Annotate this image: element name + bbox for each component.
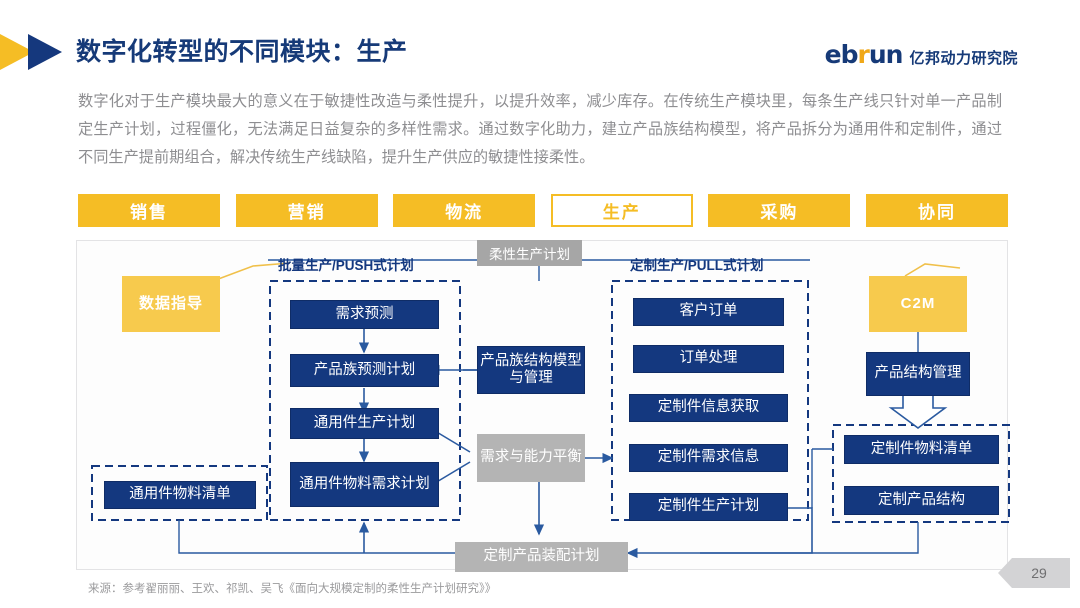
module-tab-bar: 销售 营销 物流 生产 采购 协同: [78, 194, 1008, 227]
node-custom-production-plan[interactable]: 定制件生产计划: [629, 493, 788, 521]
source-note: 来源：参考翟丽丽、王欢、祁凯、吴飞《面向大规模定制的柔性生产计划研究》》: [88, 583, 497, 595]
logo-text-un: un: [868, 40, 904, 69]
body-paragraph: 数字化对于生产模块最大的意义在于敏捷性改造与柔性提升，以提升效率，减少库存。在传…: [78, 93, 1002, 166]
decorative-chevron-arrows: [0, 30, 80, 74]
tab-marketing[interactable]: 营销: [235, 194, 378, 227]
node-demand-forecast[interactable]: 需求预测: [290, 300, 439, 329]
caption-push-plan: 批量生产/PUSH式计划: [278, 258, 414, 273]
page-title: 数字化转型的不同模块：生产: [76, 38, 408, 66]
brand-logo: eb r un 亿邦动力研究院: [825, 40, 1018, 69]
node-product-structure-management[interactable]: 产品结构管理: [866, 352, 970, 396]
node-custom-info-acquisition[interactable]: 定制件信息获取: [629, 394, 788, 422]
logo-text-r: r: [857, 40, 870, 69]
node-common-part-bom[interactable]: 通用件物料清单: [104, 481, 256, 509]
node-customer-order[interactable]: 客户订单: [633, 298, 784, 326]
logo-text-eb: eb: [824, 40, 859, 69]
node-family-forecast-plan[interactable]: 产品族预测计划: [290, 354, 439, 387]
node-c2m[interactable]: C2M: [869, 276, 967, 332]
node-product-family-structure-model[interactable]: 产品族结构模型与管理: [477, 346, 585, 394]
node-custom-product-structure[interactable]: 定制产品结构: [844, 486, 999, 515]
node-data-guide[interactable]: 数据指导: [122, 276, 220, 332]
node-order-processing[interactable]: 订单处理: [633, 345, 784, 373]
page-number-badge: 29: [998, 558, 1070, 588]
tab-sales[interactable]: 销售: [78, 194, 220, 227]
tab-logistics[interactable]: 物流: [393, 194, 536, 227]
node-common-part-material-plan[interactable]: 通用件物料需求计划: [290, 462, 439, 507]
tab-procurement[interactable]: 采购: [708, 194, 851, 227]
node-custom-product-assembly-plan[interactable]: 定制产品装配计划: [455, 542, 628, 572]
tab-collaboration[interactable]: 协同: [865, 194, 1008, 227]
node-custom-part-bom[interactable]: 定制件物料清单: [844, 435, 999, 464]
caption-flexible-plan: 柔性生产计划: [477, 240, 582, 266]
caption-pull-plan: 定制生产/PULL式计划: [630, 258, 764, 273]
node-custom-demand-info[interactable]: 定制件需求信息: [629, 444, 788, 472]
node-demand-capacity-balance[interactable]: 需求与能力平衡: [477, 434, 585, 482]
tab-production[interactable]: 生产: [550, 194, 693, 227]
node-common-part-production-plan[interactable]: 通用件生产计划: [290, 408, 439, 439]
logo-text-chinese: 亿邦动力研究院: [909, 50, 1018, 67]
